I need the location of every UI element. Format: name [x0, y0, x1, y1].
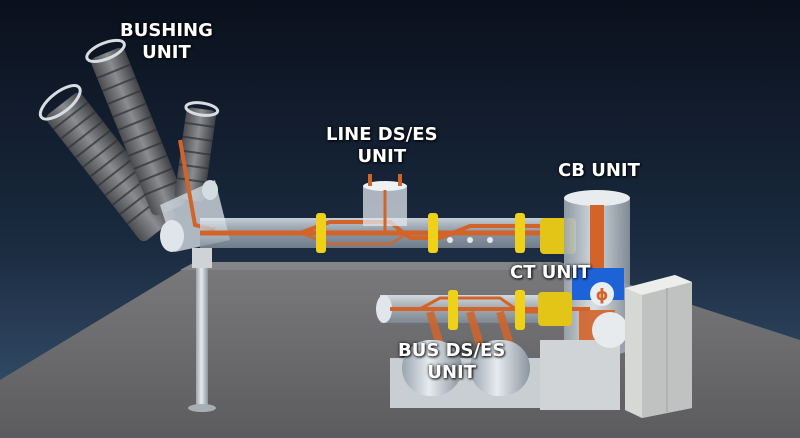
current-transformer-symbol-icon: ϕ [596, 285, 609, 304]
lower-bus-duct [376, 290, 590, 347]
ct-unit: ϕ [572, 268, 624, 306]
line-ds-es-unit [363, 174, 407, 232]
bus-ds-es-label: BUS DS/ES UNIT [398, 340, 505, 384]
ct-unit-label: CT UNIT [510, 262, 590, 284]
line-ds-es-label: LINE DS/ES UNIT [326, 124, 438, 168]
bushing-unit-label-line2: UNIT [142, 42, 191, 63]
cb-unit-label: CB UNIT [558, 160, 640, 182]
floor-edge [180, 262, 575, 270]
bushing-unit-label: BUSHING UNIT [120, 20, 213, 64]
line-ds-es-label-line1: LINE DS/ES [326, 124, 438, 145]
cb-unit-label-line1: CB UNIT [558, 160, 640, 181]
line-ds-es-label-line2: UNIT [357, 146, 407, 167]
support-column [188, 248, 216, 412]
bus-ds-es-tanks [390, 312, 628, 410]
ct-unit-label-line1: CT UNIT [510, 262, 591, 283]
bushing-unit [38, 38, 230, 252]
bus-ds-es-label-line2: UNIT [427, 362, 476, 383]
control-cabinet [625, 275, 692, 418]
bushing-unit-label-line1: BUSHING [120, 20, 213, 41]
bus-ds-es-label-line1: BUS DS/ES [398, 340, 506, 361]
